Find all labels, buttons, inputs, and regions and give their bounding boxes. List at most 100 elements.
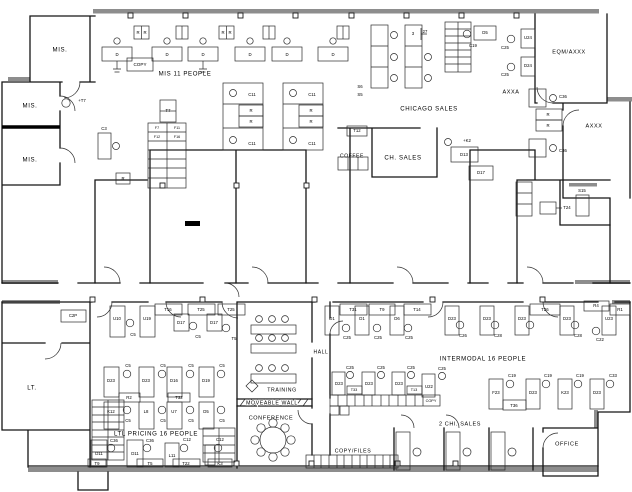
room-label-14: CONFERENCE bbox=[249, 415, 294, 421]
furniture-top-wing bbox=[61, 21, 590, 217]
furniture-tag-107: K3 bbox=[217, 461, 223, 466]
furniture-tag-24: C3 bbox=[101, 126, 107, 131]
furniture-tag-43: +K2 bbox=[463, 138, 471, 143]
furniture-tag-27: 3 bbox=[412, 31, 415, 36]
furniture-tag-29: D5 bbox=[482, 30, 488, 35]
furniture-tag-125: K23 bbox=[561, 390, 569, 395]
furniture-tag-8: R bbox=[143, 30, 146, 35]
furniture-tag-60: D1 bbox=[359, 316, 365, 321]
furniture-tag-39: S6 bbox=[357, 84, 363, 89]
furniture-tag-4: D bbox=[248, 52, 251, 57]
room-label-3: MIS 11 PEOPLE bbox=[159, 71, 212, 78]
furniture-tag-65: C25 bbox=[374, 335, 382, 340]
furniture-tag-121: C19 bbox=[576, 373, 584, 378]
door-arcs bbox=[44, 81, 580, 449]
furniture-tag-3: D bbox=[201, 52, 204, 57]
furniture-tag-115: U22 bbox=[425, 384, 433, 389]
furniture-tag-112: D23 bbox=[335, 381, 343, 386]
furniture-tag-95: C5 bbox=[188, 418, 194, 423]
walls-bottom-wing bbox=[1, 301, 631, 491]
furniture-tag-20: F7 bbox=[155, 126, 159, 130]
furniture-tag-101: L11 bbox=[169, 453, 176, 458]
furniture-tag-106: T22 bbox=[182, 461, 190, 466]
furniture-tag-47: C2P bbox=[69, 313, 77, 318]
furniture-tag-35: C36 bbox=[559, 94, 567, 99]
furniture-tag-34: D24 bbox=[524, 63, 532, 68]
furniture-tag-14: C11 bbox=[248, 141, 256, 146]
furniture-tag-30: C19 bbox=[469, 43, 477, 48]
furniture-tag-51: T25 bbox=[197, 307, 205, 312]
furniture-tag-98: C36 bbox=[110, 438, 118, 443]
furniture-tag-36: R bbox=[546, 112, 549, 117]
furniture-tag-2: D bbox=[165, 52, 168, 57]
furniture-tag-86: D19 bbox=[202, 378, 210, 383]
furniture-tag-117: T13 bbox=[411, 388, 418, 392]
furniture-tag-90: L8 bbox=[144, 409, 149, 414]
furniture-tag-23: F16 bbox=[174, 135, 180, 139]
furniture-tag-80: C5 bbox=[160, 363, 166, 368]
furniture-tag-0: COPY bbox=[133, 62, 146, 67]
furniture-tag-93: C5 bbox=[125, 418, 131, 423]
furniture-tag-19: T7 bbox=[165, 108, 171, 113]
furniture-tag-21: F11 bbox=[174, 126, 180, 130]
furniture-tag-63: T14 bbox=[413, 307, 421, 312]
furniture-tag-99: D11 bbox=[131, 451, 139, 456]
furniture-tag-48: U10 bbox=[113, 316, 121, 321]
furniture-tag-123: F23 bbox=[492, 390, 500, 395]
furniture-tag-49: U19 bbox=[143, 316, 151, 321]
furniture-tag-45: S15 bbox=[578, 188, 586, 193]
furniture-tag-42: D13 bbox=[460, 152, 468, 157]
room-label-15: HALL bbox=[314, 349, 329, 355]
furniture-tag-12: R bbox=[249, 108, 252, 113]
furniture-tag-114: D23 bbox=[395, 381, 403, 386]
room-label-8: AXXA bbox=[502, 89, 519, 95]
furniture-tag-28: 27 bbox=[423, 29, 428, 34]
room-label-13: MOVEABLE WALL bbox=[246, 400, 298, 406]
furniture-tag-82: C5 bbox=[219, 363, 225, 368]
furniture-tag-50: T16 bbox=[164, 307, 172, 312]
furniture-tag-87: R2 bbox=[126, 395, 132, 400]
furniture-tag-7: R bbox=[136, 30, 139, 35]
furniture-tag-76: C28 bbox=[494, 333, 502, 338]
furniture-tag-127: T36 bbox=[510, 403, 518, 408]
furniture-tag-13: R bbox=[249, 119, 252, 124]
furniture-tag-77: C28 bbox=[574, 333, 582, 338]
furniture-tag-96: C5 bbox=[219, 418, 225, 423]
furniture-tag-71: D23 bbox=[563, 316, 571, 321]
furniture-tag-31: C25 bbox=[501, 45, 509, 50]
furniture-tag-109: C25 bbox=[377, 365, 385, 370]
furniture-tag-104: T9 bbox=[94, 461, 100, 466]
furniture-tag-85: D16 bbox=[170, 378, 178, 383]
furniture-tag-18: C11 bbox=[308, 141, 316, 146]
furniture-tag-108: C25 bbox=[346, 365, 354, 370]
furniture-tag-74: R1 bbox=[617, 307, 623, 312]
room-label-12: TRAINING bbox=[267, 387, 297, 393]
furniture-tag-91: U7 bbox=[171, 409, 177, 414]
furniture-tag-89: K12 bbox=[107, 409, 115, 414]
room-label-19: OFFICE bbox=[555, 441, 579, 447]
furniture-tag-78: C22 bbox=[596, 337, 604, 342]
room-label-18: COPY/FILES bbox=[335, 448, 372, 454]
room-label-7: EQM/AXXX bbox=[552, 49, 586, 55]
room-label-9: AXXX bbox=[585, 123, 602, 129]
furniture-tag-5: D bbox=[285, 52, 288, 57]
furniture-tag-84: D23 bbox=[142, 378, 150, 383]
furniture-bottom-wing bbox=[60, 300, 631, 471]
furniture-tag-33: C25 bbox=[501, 72, 509, 77]
furniture-tag-94: C5 bbox=[160, 418, 166, 423]
furniture-tag-72: R4 bbox=[593, 303, 599, 308]
room-label-17: 2 CHI. SALES bbox=[439, 421, 481, 427]
furniture-tag-116: T33 bbox=[351, 388, 358, 392]
room-label-16: INTERMODAL 16 PEOPLE bbox=[440, 356, 526, 363]
furniture-tag-53: D17 bbox=[177, 320, 185, 325]
furniture-tag-67: D23 bbox=[448, 316, 456, 321]
furniture-tag-10: R bbox=[228, 30, 231, 35]
furniture-tag-103: C12 bbox=[216, 437, 224, 442]
furniture-tag-22: F12 bbox=[154, 135, 160, 139]
furniture-tag-1: D bbox=[115, 52, 118, 57]
furniture-tag-58: D1 bbox=[329, 316, 335, 321]
furniture-tag-97: D11 bbox=[95, 451, 103, 456]
column-ticks bbox=[89, 12, 546, 467]
furniture-tag-88: T32 bbox=[175, 395, 183, 400]
